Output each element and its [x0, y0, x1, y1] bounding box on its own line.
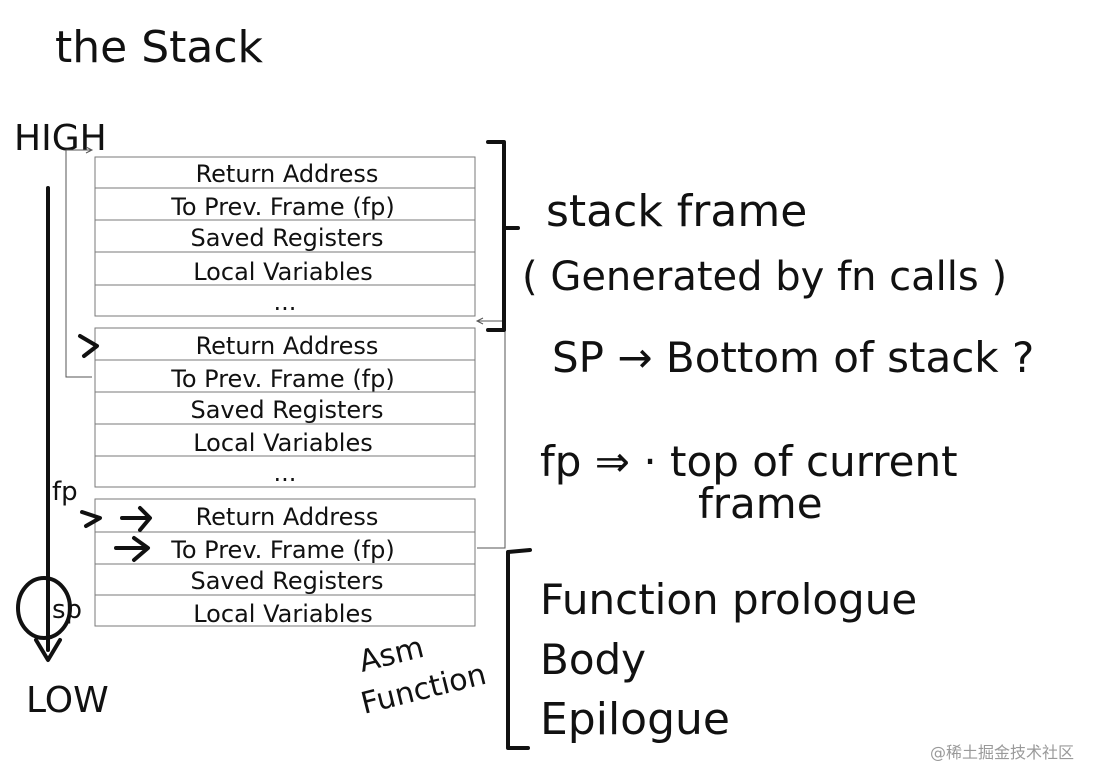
return-address-arrow-icon [78, 334, 99, 358]
frame1-row-local-variables: Local Variables [193, 258, 373, 286]
stack-frame-3: Return Address To Prev. Frame (fp) Saved… [94, 498, 476, 628]
frame3-cell-local-variables [94, 594, 476, 627]
sp-label: sp [52, 595, 82, 625]
frame3-cell-return-address [94, 498, 476, 533]
high-label: HIGH [14, 118, 107, 159]
frame2-cell-ellipsis [94, 455, 476, 488]
frame3-row-return-address: Return Address [196, 503, 379, 531]
frame1-cell-return-address [94, 156, 476, 189]
fp-arrow-icon [80, 506, 152, 532]
frame2-row-return-address: Return Address [196, 332, 379, 360]
frame1-cell-local-variables [94, 251, 476, 286]
sp-note: SP → Bottom of stack ? [552, 333, 1034, 382]
frame1-cell-ellipsis [94, 284, 476, 317]
frame1-row-ellipsis: ... [274, 288, 297, 316]
frame1-cell-saved-registers [94, 219, 476, 253]
frame3-cell-prev-frame [94, 531, 476, 565]
frame1-cell-prev-frame [94, 187, 476, 221]
asm-function-bracket [506, 548, 532, 750]
generated-by-note: ( Generated by fn calls ) [522, 254, 1007, 300]
frame3-row-prev-frame: To Prev. Frame (fp) [170, 536, 394, 564]
frame3-row-saved-registers: Saved Registers [190, 567, 383, 595]
stack-frame-bracket [486, 140, 520, 332]
frame2-row-saved-registers: Saved Registers [190, 396, 383, 424]
direction-arrow-head [34, 638, 62, 662]
frame1-row-return-address: Return Address [196, 160, 379, 188]
body-note: Body [540, 635, 646, 684]
frame-link-left-arrowhead [85, 146, 94, 154]
prev-frame-arrow-icon [114, 536, 150, 562]
epilogue-note: Epilogue [540, 694, 730, 745]
frame-link-right-arrowhead [475, 317, 484, 325]
frame2-row-ellipsis: ... [274, 459, 297, 487]
frame-link-left [65, 149, 92, 378]
prologue-note: Function prologue [540, 575, 917, 624]
frame2-row-prev-frame: To Prev. Frame (fp) [170, 365, 394, 393]
frame3-cell-saved-registers [94, 563, 476, 596]
watermark: @稀土掘金技术社区 [930, 743, 1074, 762]
diagram-title: the Stack [55, 22, 264, 73]
frame2-cell-local-variables [94, 423, 476, 457]
fp-label: fp [52, 477, 78, 507]
frame1-row-saved-registers: Saved Registers [190, 224, 383, 252]
stack-frame-1: Return Address To Prev. Frame (fp) Saved… [94, 156, 476, 317]
sp-circle [16, 576, 72, 640]
frame1-row-prev-frame: To Prev. Frame (fp) [170, 193, 394, 221]
frame-link-right [477, 320, 506, 549]
fp-note-line2: frame [698, 479, 823, 528]
frame3-row-local-variables: Local Variables [193, 600, 373, 628]
low-label: LOW [26, 680, 109, 721]
frame2-row-local-variables: Local Variables [193, 429, 373, 457]
stack-frame-note: stack frame [546, 186, 807, 237]
frame2-cell-return-address [94, 327, 476, 361]
fp-note-line1: fp ⇒ · top of current [540, 437, 958, 486]
stack-frame-2: Return Address To Prev. Frame (fp) Saved… [94, 327, 476, 488]
